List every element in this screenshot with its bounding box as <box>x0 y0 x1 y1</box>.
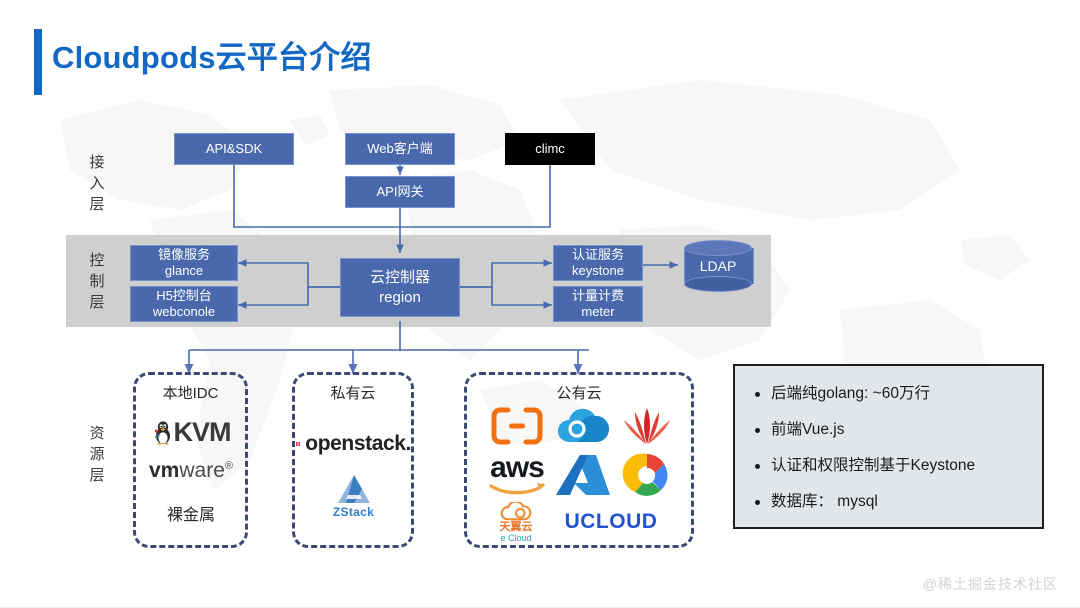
note-item: 认证和权限控制基于Keystone <box>749 448 1028 484</box>
baremetal-label-wrap: 裸金属 <box>145 500 237 526</box>
node-web-client[interactable]: Web客户端 <box>345 133 455 165</box>
node-meter[interactable]: 计量计费 meter <box>553 286 643 322</box>
layer-char: 层 <box>89 196 105 213</box>
node-label-en: keystone <box>571 263 625 278</box>
layer-char: 制 <box>89 273 105 290</box>
kvm-logo: KVM <box>145 412 237 452</box>
node-keystone[interactable]: 认证服务 keystone <box>553 245 643 281</box>
openstack-logo: openstack. <box>296 430 411 458</box>
azure-triangle-icon <box>556 455 610 495</box>
layer-label-access: 接 入 层 <box>84 152 110 215</box>
layer-label-control: 控 制 层 <box>84 250 110 313</box>
note-item: 数据库： mysql <box>749 484 1028 520</box>
openstack-mark-icon <box>296 442 301 446</box>
watermark: @稀土掘金技术社区 <box>922 576 1058 592</box>
node-webconsole[interactable]: H5控制台 webconole <box>130 286 238 322</box>
tianyi-label: 天翼云 <box>499 521 533 533</box>
node-label-en: region <box>379 288 421 306</box>
azure-logo <box>552 452 614 500</box>
node-label: API&SDK <box>205 141 263 156</box>
layer-char: 接 <box>89 154 105 171</box>
group-private-cloud <box>292 372 414 548</box>
cylinder-bottom <box>684 276 752 292</box>
title-accent-bar <box>34 29 42 95</box>
node-label-cn: 计量计费 <box>571 288 624 303</box>
ucloud-logo: UCLOUD <box>556 508 666 536</box>
cylinder-top <box>684 240 752 256</box>
node-label-cn: 云控制器 <box>369 268 430 286</box>
google-cloud-logo <box>616 452 678 500</box>
page-title: Cloudpods云平台介绍 <box>52 40 372 75</box>
node-label-en: glance <box>164 263 204 278</box>
zstack-logo: ZStack <box>296 468 411 524</box>
layer-char: 源 <box>89 446 105 463</box>
vmware-logo: vmware® <box>145 458 237 484</box>
aliyun-logo <box>486 404 548 448</box>
node-label-cn: H5控制台 <box>156 288 212 303</box>
kvm-penguin-icon <box>154 421 170 445</box>
layer-char: 控 <box>89 252 105 269</box>
layer-char: 层 <box>89 294 105 311</box>
node-region-controller[interactable]: 云控制器 region <box>340 258 460 317</box>
vmware-rest: ware <box>179 459 225 482</box>
zstack-label: ZStack <box>332 505 375 519</box>
tianyi-cloud-icon <box>500 502 532 521</box>
tencent-cloud-logo <box>552 404 614 448</box>
notes-list: 后端纯golang: ~60万行 前端Vue.js 认证和权限控制基于Keyst… <box>749 376 1028 520</box>
huawei-cloud-logo <box>616 404 678 448</box>
node-label: API网关 <box>376 184 424 199</box>
aws-label: aws <box>490 450 545 484</box>
tianyi-sublabel: e Cloud <box>500 533 532 543</box>
layer-char: 入 <box>89 175 105 192</box>
layer-char: 层 <box>89 467 105 484</box>
openstack-label: openstack. <box>305 432 411 455</box>
node-api-gateway[interactable]: API网关 <box>345 176 455 208</box>
note-item: 前端Vue.js <box>749 412 1028 448</box>
node-label-cn: 镜像服务 <box>157 247 210 262</box>
ldap-label: LDAP <box>699 258 737 274</box>
node-api-sdk[interactable]: API&SDK <box>174 133 294 165</box>
node-label-en: webconole <box>152 304 216 319</box>
aliyun-bracket-icon <box>491 407 543 445</box>
group-title-private-cloud: 私有云 <box>330 385 376 402</box>
node-glance[interactable]: 镜像服务 glance <box>130 245 238 281</box>
ucloud-label: UCLOUD <box>564 510 658 533</box>
group-public-cloud <box>464 372 694 548</box>
group-local-idc <box>133 372 248 548</box>
vmware-bold: vm <box>149 459 180 482</box>
group-title-local-idc: 本地IDC <box>162 385 219 402</box>
huawei-petals-icon <box>624 408 670 444</box>
layer-char: 资 <box>89 425 105 442</box>
baremetal-label: 裸金属 <box>166 507 215 524</box>
node-climc[interactable]: climc <box>505 133 595 165</box>
vmware-label: vmware® <box>149 459 233 482</box>
notes-panel: 后端纯golang: ~60万行 前端Vue.js 认证和权限控制基于Keyst… <box>733 364 1044 529</box>
node-label: climc <box>535 141 565 156</box>
zstack-triangle-icon <box>337 475 370 503</box>
note-item: 后端纯golang: ~60万行 <box>749 376 1028 412</box>
google-cloud-icon <box>622 453 668 496</box>
node-label: Web客户端 <box>367 141 433 156</box>
tianyi-cloud-logo: 天翼云 e Cloud <box>484 502 548 544</box>
node-label-cn: 认证服务 <box>571 247 624 262</box>
layer-label-resource: 资 源 层 <box>84 423 110 486</box>
tencent-cloud-icon <box>558 408 610 442</box>
node-ldap-database[interactable]: LDAP <box>684 240 754 292</box>
node-label-en: meter <box>581 304 615 319</box>
aws-smile-icon <box>489 482 545 494</box>
group-title-public-cloud: 公有云 <box>556 385 602 402</box>
kvm-label: KVM <box>173 416 232 447</box>
aws-logo: aws <box>486 452 548 496</box>
